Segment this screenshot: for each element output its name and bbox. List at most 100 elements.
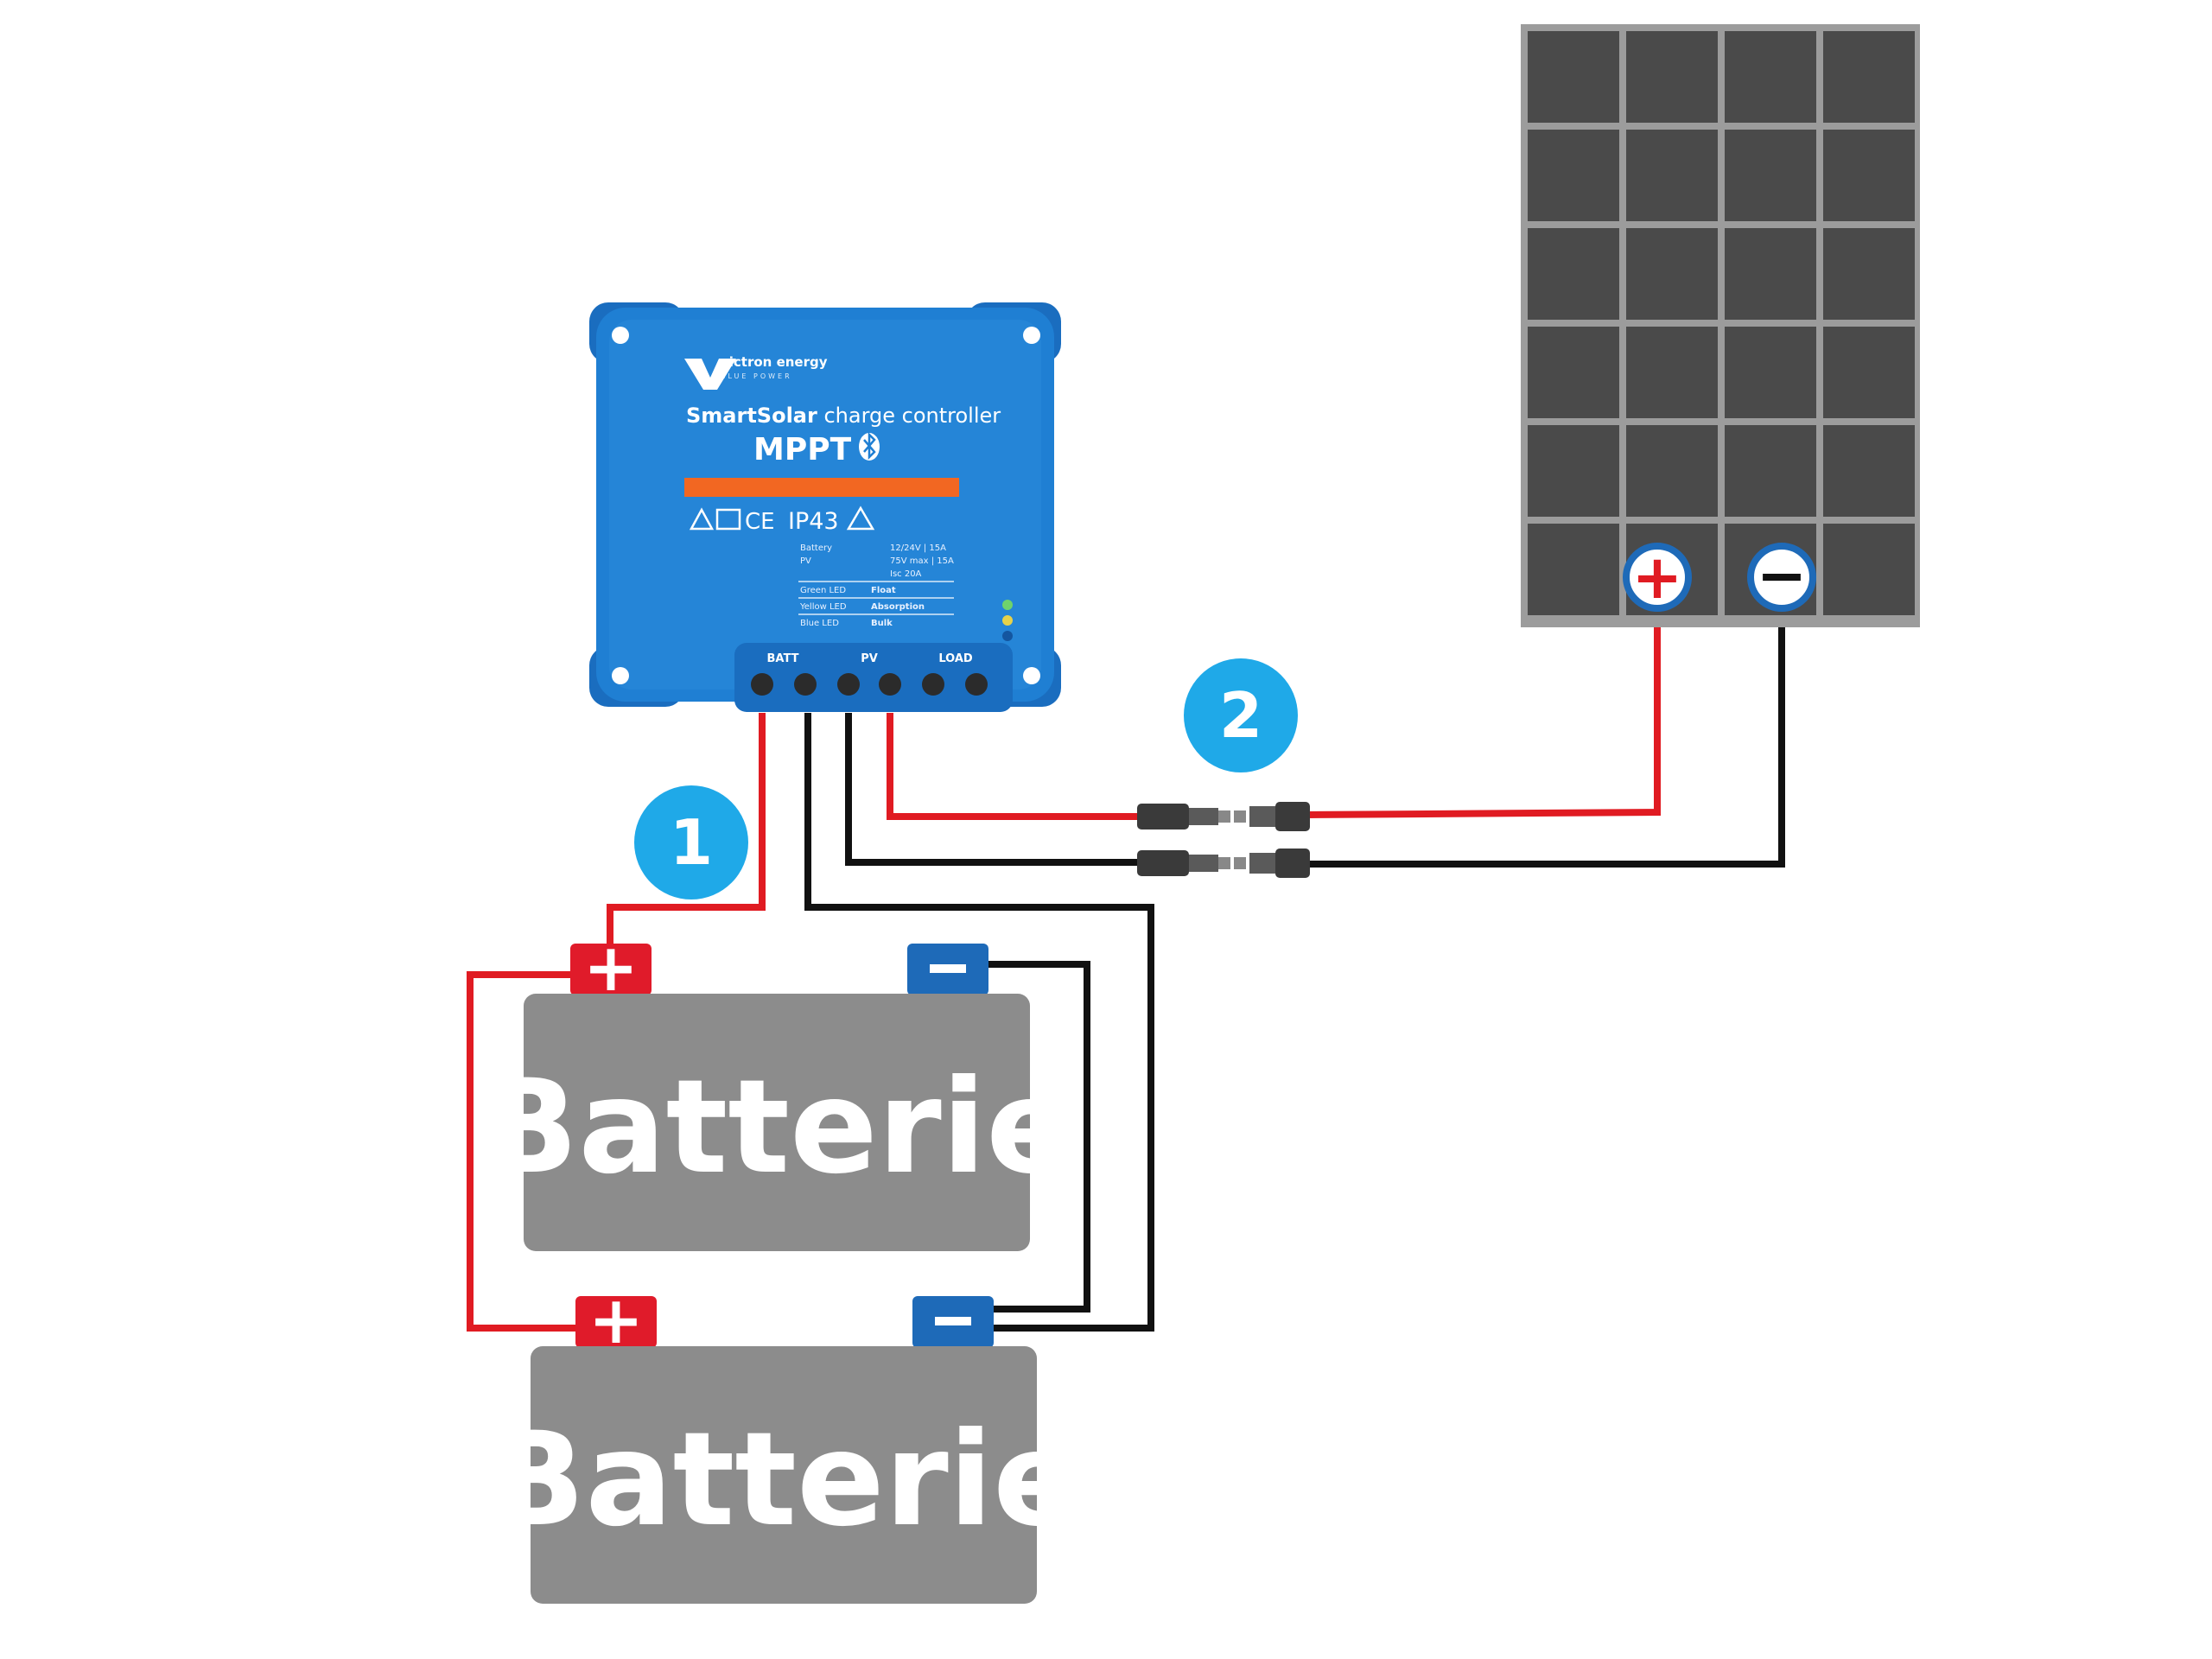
- battery-1-body: [524, 994, 1030, 1251]
- panel-cell: [1626, 228, 1718, 320]
- panel-cell: [1626, 327, 1718, 418]
- ce-mark-icon: CE: [745, 509, 775, 535]
- spec-value-5: Bulk: [871, 619, 893, 628]
- panel-cell: [1528, 31, 1619, 123]
- terminal-screw-batt-minus: [794, 673, 817, 696]
- terminal-screw-pv-minus: [837, 673, 860, 696]
- panel-cell: [1528, 228, 1619, 320]
- status-leds: [1002, 600, 1013, 641]
- victron-logo-icon: [684, 359, 736, 390]
- panel-minus-sign: −: [1757, 540, 1808, 611]
- mc4-connectors: [1137, 802, 1310, 878]
- product-title: SmartSolar charge controller: [686, 404, 1001, 428]
- panel-cell: [1626, 31, 1718, 123]
- orange-stripe: [684, 478, 959, 497]
- spec-value-4: Absorption: [871, 602, 925, 612]
- panel-cell: [1528, 425, 1619, 517]
- badge-2: 2: [1184, 658, 1298, 772]
- terminal-label-load: LOAD: [938, 652, 973, 665]
- hot-surface-icon: [846, 505, 875, 531]
- badge-1: 1: [634, 785, 748, 899]
- spec-table: Battery 12/24V | 15A PV 75V max | 15A Is…: [798, 543, 954, 628]
- spec-label-0: Battery: [800, 543, 832, 553]
- panel-cell: [1528, 524, 1619, 615]
- badge-2-number: 2: [1219, 679, 1262, 752]
- panel-cell: [1528, 327, 1619, 418]
- wires: [467, 605, 1785, 1332]
- spec-label-5: Blue LED: [800, 619, 839, 628]
- panel-cell: [1725, 31, 1816, 123]
- panel-cell: [1823, 31, 1915, 123]
- panel-plus-sign: +: [1632, 542, 1683, 613]
- spec-value-0: 12/24V | 15A: [890, 543, 946, 553]
- terminal-screw-load-plus: [965, 673, 988, 696]
- wire-battery-parallel-negative: [985, 961, 1090, 1313]
- wire-pv-positive-controller: [887, 713, 1137, 820]
- panel-cell: [1725, 327, 1816, 418]
- brand-subtitle: BLUE POWER: [721, 372, 792, 380]
- wire-battery-parallel-positive: [467, 971, 581, 1332]
- led-green: [1002, 600, 1013, 610]
- panel-terminal-plus: +: [1623, 542, 1692, 613]
- bluetooth-icon: [859, 431, 880, 461]
- terminal-screw-batt-plus: [751, 673, 773, 696]
- mount-hole-bottom-left: [612, 667, 629, 684]
- panel-cell: [1823, 130, 1915, 221]
- spec-label-3: Green LED: [800, 586, 846, 595]
- certification-marks: CE IP43: [689, 505, 875, 535]
- battery-1-plus-sign: +: [583, 929, 639, 1006]
- panel-cell: [1725, 425, 1816, 517]
- spec-label-1: PV: [800, 556, 811, 566]
- panel-cell: [1528, 130, 1619, 221]
- model-name: MPPT: [753, 432, 852, 467]
- terminal-screw-load-minus: [922, 673, 944, 696]
- panel-cell: [1823, 425, 1915, 517]
- mount-hole-top-right: [1023, 327, 1040, 344]
- mount-hole-top-left: [612, 327, 629, 344]
- battery-1-label: Batterie: [480, 1052, 1074, 1203]
- badge-1-number: 1: [670, 806, 713, 879]
- panel-cell: [1626, 130, 1718, 221]
- battery-1-minus-sign: [930, 964, 966, 973]
- mount-hole-bottom-right: [1023, 667, 1040, 684]
- warning-icon: [689, 507, 715, 531]
- product-title-bold: SmartSolar: [686, 404, 817, 428]
- battery-2-label: Batterie: [486, 1405, 1081, 1555]
- wire-pv-negative-panel: [1306, 605, 1785, 868]
- panel-terminal-minus: −: [1747, 540, 1816, 612]
- spec-value-2: Isc 20A: [890, 569, 922, 579]
- panel-cell: [1823, 524, 1915, 615]
- solar-panel: + −: [1521, 24, 1920, 627]
- terminal-block: BATT PV LOAD: [734, 643, 1013, 712]
- battery-2: + Batterie: [486, 1281, 1081, 1604]
- battery-2-body: [531, 1346, 1037, 1604]
- terminal-label-pv: PV: [861, 652, 878, 665]
- product-title-rest: charge controller: [817, 404, 1001, 428]
- panel-cell: [1725, 228, 1816, 320]
- battery-2-plus-sign: +: [588, 1281, 644, 1358]
- mc4-connector-negative: [1137, 849, 1310, 878]
- panel-cell: [1823, 327, 1915, 418]
- wire-batt-positive: [607, 713, 766, 946]
- wire-pv-positive-panel: [1306, 605, 1661, 818]
- ip-rating: IP43: [788, 508, 839, 535]
- panel-cell: [1626, 425, 1718, 517]
- victron-logo: victron energy BLUE POWER: [684, 354, 828, 390]
- terminal-label-batt: BATT: [767, 652, 799, 665]
- wire-pv-negative-controller: [845, 713, 1137, 866]
- led-blue: [1002, 631, 1013, 641]
- charge-controller: victron energy BLUE POWER SmartSolar cha…: [589, 302, 1061, 712]
- battery-2-terminal-plus: [575, 1296, 657, 1348]
- mc4-connector-positive: [1137, 802, 1310, 831]
- panel-cell: [1725, 130, 1816, 221]
- spec-value-1: 75V max | 15A: [890, 556, 954, 566]
- brand-name: victron energy: [721, 354, 828, 370]
- battery-1: + Batterie: [480, 929, 1074, 1251]
- spec-label-4: Yellow LED: [799, 602, 847, 612]
- wire-batt-negative: [804, 713, 1154, 1332]
- battery-2-minus-sign: [935, 1317, 971, 1325]
- battery-1-terminal-plus: [570, 944, 652, 995]
- panel-cell: [1823, 228, 1915, 320]
- led-yellow: [1002, 615, 1013, 626]
